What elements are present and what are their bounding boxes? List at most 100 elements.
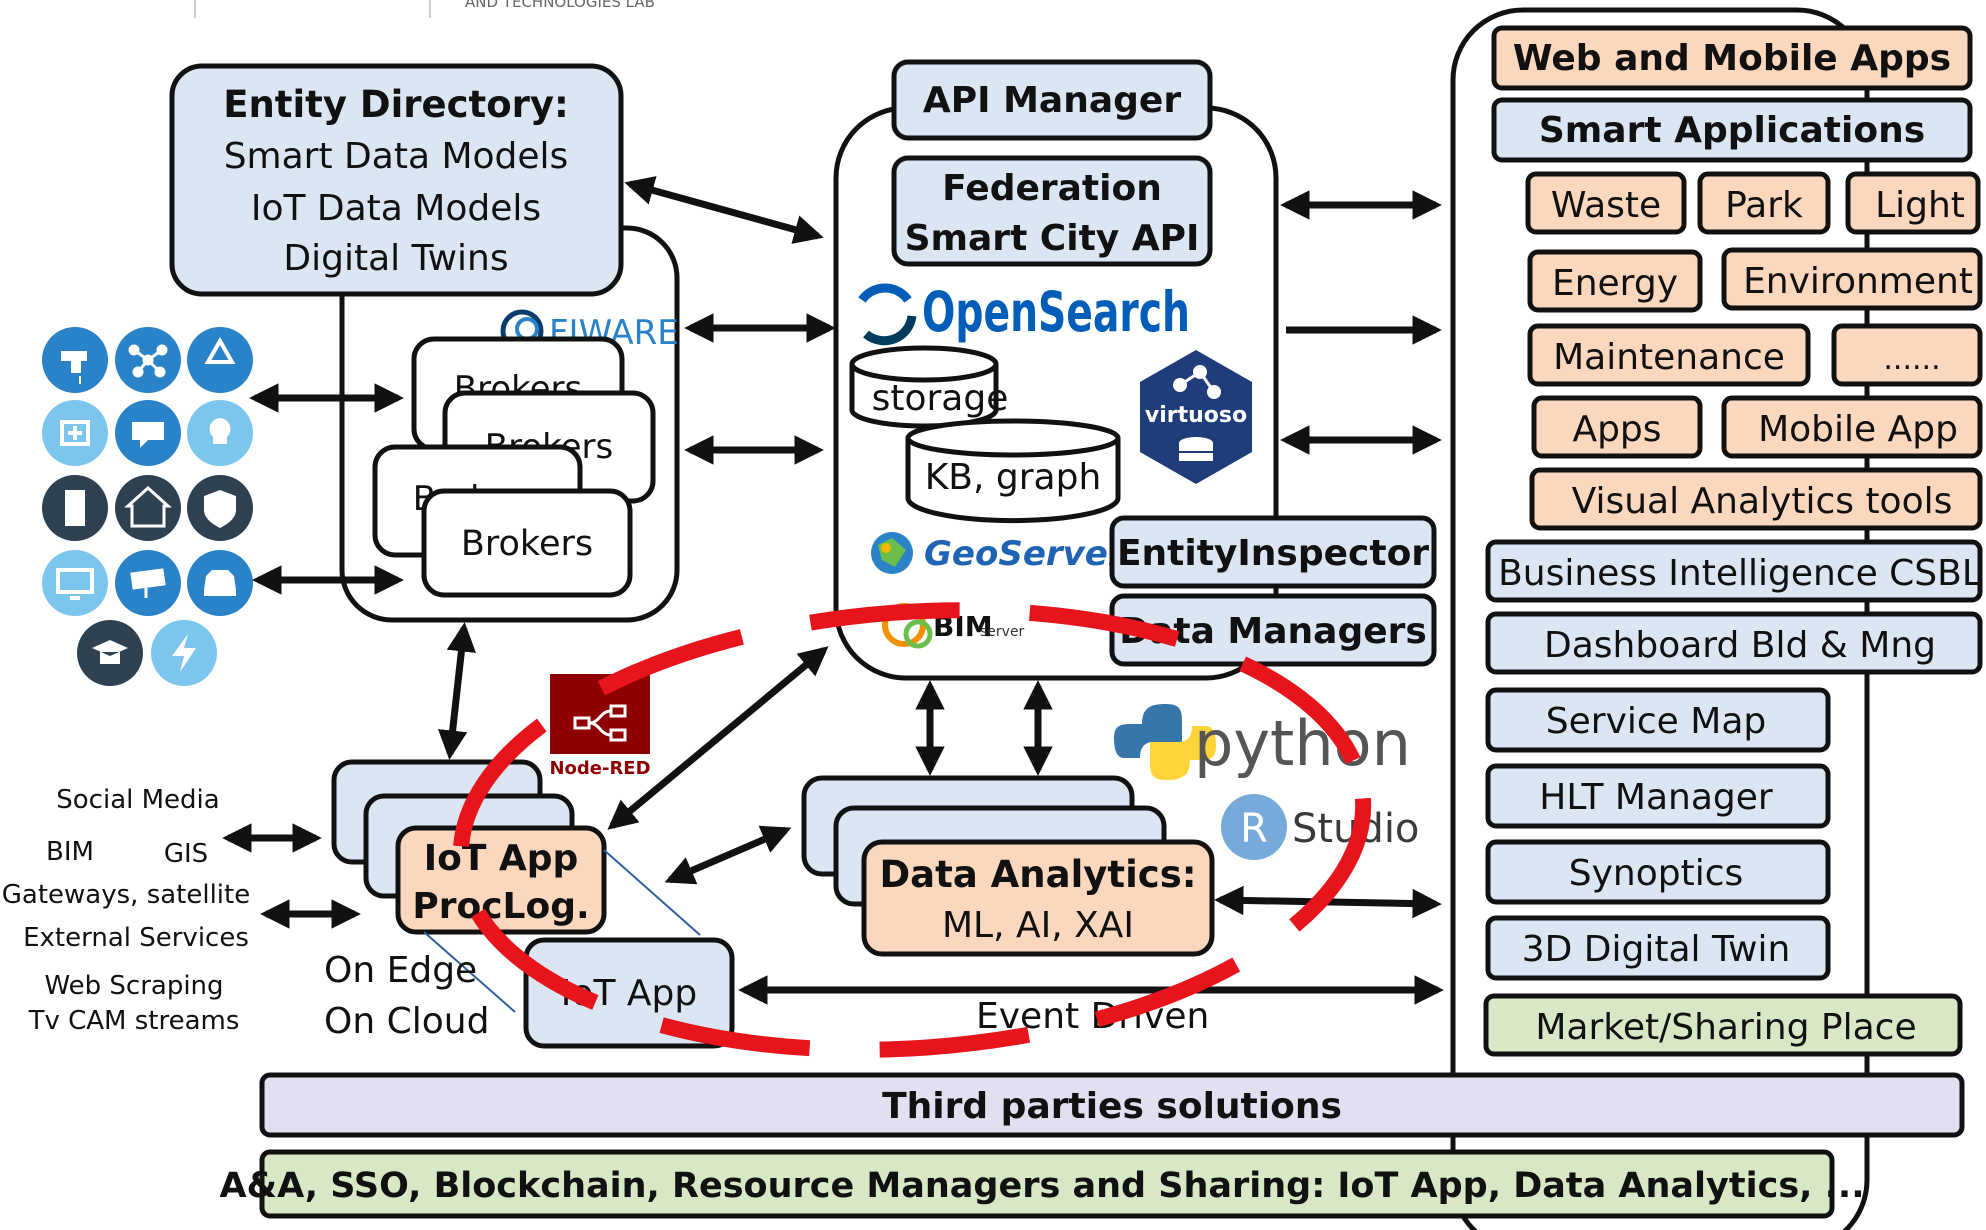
arrow-directory-api	[624, 176, 824, 244]
third-parties-label: Third parties solutions	[882, 1086, 1342, 1127]
tool-business-intelligence[interactable]	[1485, 539, 1983, 603]
python-logo: python	[1114, 704, 1411, 780]
web-mobile-apps-label: Web and Mobile Apps	[1513, 38, 1951, 79]
rstudio-logo-r: R	[1240, 806, 1268, 852]
smart-home-icon	[115, 475, 181, 541]
arrow-iotapp-analytics	[664, 825, 792, 885]
security-sharing-label: A&A, SSO, Blockchain, Resource Managers …	[219, 1166, 1864, 1206]
tool-3d-digital-twin[interactable]	[1485, 915, 1831, 981]
third-parties-bar[interactable]	[259, 1072, 1965, 1138]
virtuoso-logo: virtuoso	[1140, 350, 1252, 484]
app-tile-energy-label: Energy	[1552, 263, 1678, 304]
tool-hlt-manager-label: HLT Manager	[1539, 777, 1773, 818]
tool-dashboard-builder[interactable]	[1485, 611, 1983, 675]
source-gateways-satellite: Gateways, satellite	[2, 880, 250, 910]
bimserver-logo: BIM server	[882, 603, 1025, 649]
arrow-iotapp-platform	[607, 646, 829, 830]
market-sharing-place-label: Market/Sharing Place	[1535, 1007, 1916, 1048]
entity-inspector-box[interactable]	[1109, 515, 1437, 589]
app-tile-waste[interactable]	[1525, 171, 1687, 235]
arrow-brokers-iotapp	[437, 622, 477, 760]
app-tile-apps[interactable]	[1531, 395, 1703, 459]
broker-card-4-label: Brokers	[461, 524, 593, 564]
geoserver-logo-text: GeoServer	[924, 534, 1127, 574]
app-tile-park-label: Park	[1725, 185, 1803, 226]
tool-dashboard-builder-label: Dashboard Bld & Mng	[1544, 625, 1936, 666]
app-tile-visual-analytics-label: Visual Analytics tools	[1572, 481, 1953, 522]
app-tile-apps-label: Apps	[1572, 409, 1661, 450]
app-tile-environment-label: Environment	[1743, 261, 1973, 302]
iot-app-cloud-box[interactable]	[523, 937, 735, 1049]
app-tile-more-label: ......	[1883, 342, 1940, 377]
iot-app-proclog-line1: IoT App	[424, 838, 579, 879]
tool-synoptics-label: Synoptics	[1569, 853, 1744, 894]
api-manager-label: API Manager	[923, 80, 1181, 121]
iot-icons-grid	[42, 327, 253, 686]
node-red-label: Node-RED	[549, 758, 650, 779]
app-tile-light-label: Light	[1875, 185, 1965, 226]
python-logo-text: python	[1194, 707, 1411, 780]
source-web-scraping: Web Scraping	[44, 971, 223, 1001]
federation-label-line2: Smart City API	[905, 218, 1200, 259]
geoserver-logo: GeoServer	[871, 532, 1127, 574]
broker-card-4[interactable]	[421, 488, 633, 598]
app-tile-energy[interactable]	[1527, 249, 1703, 313]
virtuoso-logo-text: virtuoso	[1145, 403, 1247, 428]
opensearch-logo-text: OpenSearch	[922, 280, 1190, 344]
app-tile-maintenance[interactable]	[1527, 323, 1811, 387]
connection-arrows	[222, 176, 1444, 1005]
tool-service-map-label: Service Map	[1546, 701, 1766, 742]
tool-3d-digital-twin-label: 3D Digital Twin	[1522, 929, 1791, 970]
entity-directory-line-digital-twins: Digital Twins	[283, 238, 508, 279]
source-bim: BIM	[46, 837, 94, 867]
app-tile-light[interactable]	[1845, 171, 1981, 235]
entity-inspector-label: EntityInspector	[1117, 533, 1429, 574]
storage-label: storage	[872, 378, 1009, 419]
data-analytics-box[interactable]	[861, 839, 1215, 957]
security-sharing-bar[interactable]	[259, 1149, 1835, 1219]
source-social-media: Social Media	[56, 785, 219, 815]
app-tile-park[interactable]	[1697, 171, 1831, 235]
red-dashed-highlight	[452, 602, 1372, 1058]
tool-hlt-manager[interactable]	[1485, 763, 1831, 829]
federation-label-line1: Federation	[942, 168, 1162, 209]
smart-applications-label: Smart Applications	[1539, 110, 1925, 151]
iot-app-proclog-line2: ProcLog.	[412, 886, 589, 927]
on-edge-label: On Edge	[324, 950, 477, 991]
on-cloud-label: On Cloud	[324, 1001, 489, 1042]
tool-business-intelligence-label: Business Intelligence CSBL	[1498, 553, 1982, 594]
source-gis: GIS	[164, 839, 208, 869]
opensearch-logo: OpenSearch	[858, 280, 1190, 346]
tool-service-map[interactable]	[1485, 687, 1831, 753]
data-analytics-line2: ML, AI, XAI	[942, 905, 1134, 946]
api-manager-box[interactable]	[891, 59, 1213, 141]
storage-database[interactable]: storage	[849, 345, 1009, 429]
app-tile-visual-analytics[interactable]	[1529, 467, 1983, 531]
monitor-icon	[42, 550, 108, 616]
app-tile-more[interactable]	[1831, 323, 1983, 387]
entity-directory-line-iot-data-models: IoT Data Models	[251, 188, 541, 229]
app-tile-mobile-app-label: Mobile App	[1758, 409, 1958, 450]
kb-graph-database[interactable]: KB, graph	[905, 418, 1121, 524]
tool-synoptics[interactable]	[1485, 839, 1831, 905]
source-tv-cam-streams: Tv CAM streams	[28, 1006, 240, 1036]
app-tile-environment[interactable]	[1721, 247, 1983, 311]
edge-cloud-connector-2	[423, 931, 516, 1013]
app-tile-waste-label: Waste	[1551, 185, 1661, 226]
market-sharing-place-box[interactable]	[1483, 993, 1963, 1057]
source-external-services: External Services	[23, 923, 249, 953]
kb-graph-label: KB, graph	[925, 457, 1102, 498]
node-red-logo[interactable]: Node-RED	[549, 674, 651, 779]
graduation-cap-icon	[77, 620, 143, 686]
federation-api-box[interactable]	[891, 155, 1213, 267]
header-snippet: AND TECHNOLOGIES LAB	[465, 0, 655, 11]
app-tile-mobile-app[interactable]	[1721, 395, 1983, 459]
rstudio-logo: R Studio	[1221, 794, 1419, 860]
entity-directory-box[interactable]	[169, 63, 624, 297]
bimserver-logo-subtext: server	[980, 624, 1025, 640]
entity-directory-line-smart-data-models: Smart Data Models	[224, 136, 569, 177]
data-analytics-line1: Data Analytics:	[879, 853, 1196, 896]
web-mobile-apps-box[interactable]	[1491, 25, 1973, 91]
smart-applications-box[interactable]	[1491, 97, 1973, 163]
